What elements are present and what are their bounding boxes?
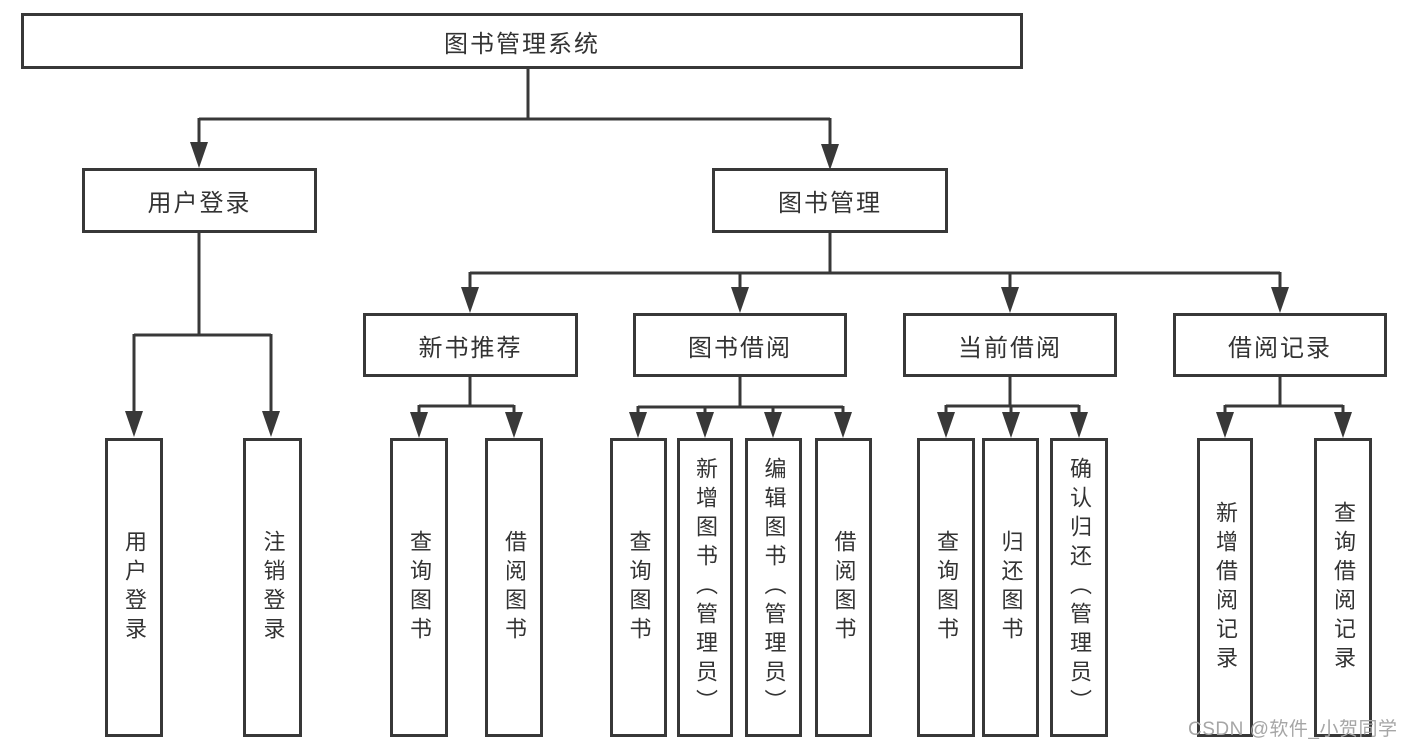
node-return-book: 归还图书 xyxy=(982,438,1039,737)
node-query-books-borrowing: 查询图书 xyxy=(610,438,667,737)
node-query-books-recommendation: 查询图书 xyxy=(390,438,448,737)
node-confirm-return-admin: 确认归还（管理员） xyxy=(1050,438,1108,737)
node-new-book-recommendation: 新书推荐 xyxy=(363,313,578,377)
node-add-borrow-record: 新增借阅记录 xyxy=(1197,438,1253,737)
node-logout: 注销登录 xyxy=(243,438,302,737)
node-library-management-system: 图书管理系统 xyxy=(21,13,1023,69)
node-borrowing-records: 借阅记录 xyxy=(1173,313,1387,377)
node-user-login-leaf: 用户登录 xyxy=(105,438,163,737)
node-book-management-branch: 图书管理 xyxy=(712,168,948,233)
node-query-borrow-record: 查询借阅记录 xyxy=(1314,438,1372,737)
node-borrow-books-recommendation: 借阅图书 xyxy=(485,438,543,737)
node-add-book-admin: 新增图书（管理员） xyxy=(677,438,733,737)
node-book-borrowing: 图书借阅 xyxy=(633,313,847,377)
node-edit-book-admin: 编辑图书（管理员） xyxy=(745,438,802,737)
node-query-books-current: 查询图书 xyxy=(917,438,975,737)
node-user-login-branch: 用户登录 xyxy=(82,168,317,233)
node-borrow-books-leaf: 借阅图书 xyxy=(815,438,872,737)
csdn-watermark: CSDN @软件_小贺同学 xyxy=(1188,719,1398,740)
node-current-borrowing: 当前借阅 xyxy=(903,313,1117,377)
arrowheads xyxy=(125,142,1352,438)
